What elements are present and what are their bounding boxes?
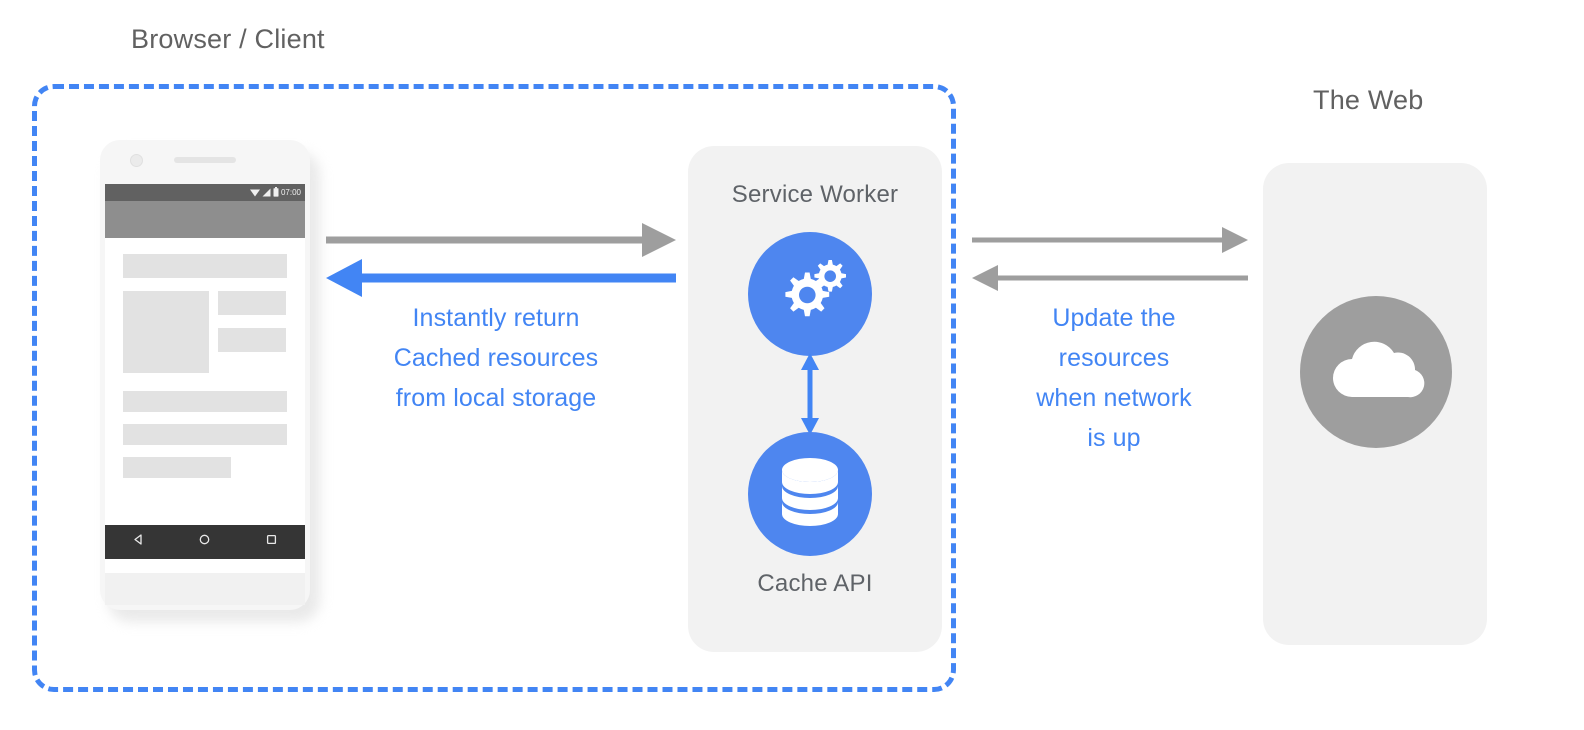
phone-navigation-bar xyxy=(105,525,305,559)
phone-mockup: 07:00 xyxy=(100,140,320,622)
gears-icon xyxy=(764,246,856,343)
update-resources-annotation: Update the resources when network is up xyxy=(1036,304,1192,452)
the-web-label: The Web xyxy=(1313,85,1424,115)
battery-icon xyxy=(273,184,279,202)
wireframe-row xyxy=(123,291,287,373)
service-worker-to-client-arrow xyxy=(326,259,676,297)
recents-icon[interactable] xyxy=(265,533,278,551)
service-worker-cache-sync-arrow xyxy=(801,353,819,435)
phone-app-bar xyxy=(105,201,305,238)
client-to-service-worker-arrow xyxy=(326,223,676,257)
phone-status-time: 07:00 xyxy=(280,187,301,197)
back-icon[interactable] xyxy=(132,533,145,551)
home-icon[interactable] xyxy=(198,533,211,551)
service-worker-panel xyxy=(688,146,942,652)
phone-camera-icon xyxy=(130,154,143,167)
wireframe-block xyxy=(123,254,287,278)
service-worker-badge xyxy=(748,232,872,356)
signal-icon xyxy=(262,184,271,202)
wireframe-block xyxy=(123,457,231,478)
phone-status-bar: 07:00 xyxy=(105,184,305,201)
service-worker-to-web-arrow xyxy=(972,227,1248,253)
cache-api-badge xyxy=(748,432,872,556)
cached-resources-annotation: Instantly return Cached resources from l… xyxy=(393,304,599,412)
phone-content-wireframe xyxy=(105,238,305,525)
wireframe-block xyxy=(123,391,287,412)
wifi-icon xyxy=(249,184,260,202)
cloud-icon xyxy=(1324,337,1428,408)
wireframe-column xyxy=(218,291,286,373)
wireframe-block xyxy=(218,291,286,315)
phone-earpiece xyxy=(174,157,236,163)
cache-api-title: Cache API xyxy=(757,570,873,597)
browser-client-label: Browser / Client xyxy=(131,24,325,54)
web-to-service-worker-arrow xyxy=(972,265,1248,291)
service-worker-title: Service Worker xyxy=(731,181,899,208)
database-icon xyxy=(773,453,847,536)
phone-screen: 07:00 xyxy=(105,184,305,573)
wireframe-block xyxy=(218,328,286,352)
the-web-badge xyxy=(1300,296,1452,448)
browser-client-boundary xyxy=(32,84,956,692)
phone-chin xyxy=(105,573,305,605)
wireframe-block xyxy=(123,424,287,445)
wireframe-block xyxy=(123,291,209,373)
